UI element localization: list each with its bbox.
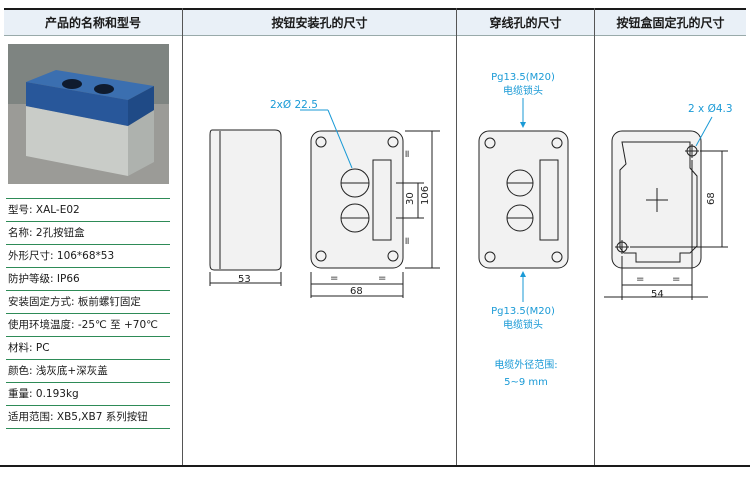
- cable-range-title: 电缆外径范围:: [494, 358, 557, 371]
- top-gland-label: Pg13.5(M20): [491, 72, 555, 83]
- top-gland-sublabel: 电缆锁头: [503, 84, 543, 97]
- spec-row-model: 型号: XAL-E02: [6, 198, 170, 222]
- box-fix-view: [604, 116, 728, 300]
- header-product: 产品的名称和型号: [4, 8, 182, 36]
- dim-spacing-label: 30: [405, 192, 416, 205]
- dim-fix-height-label: 68: [706, 192, 717, 205]
- column-divider: [182, 8, 183, 467]
- eq-mark: =: [378, 273, 386, 284]
- eq-mark: =: [672, 274, 680, 285]
- front-view: [300, 109, 440, 298]
- fix-hole-label: 2 x Ø4.3: [688, 103, 733, 115]
- eq-mark: =: [636, 274, 644, 285]
- spec-row-protection: 防护等级: IP66: [6, 268, 170, 291]
- spec-row-mounting: 安装固定方式: 板前螺钉固定: [6, 291, 170, 314]
- header-box-fix-hole: 按钮盒固定孔的尺寸: [595, 8, 746, 36]
- dim-fix-width-label: 54: [651, 289, 664, 300]
- dim-width-label: 68: [350, 286, 363, 297]
- header-mounting-hole: 按钮安装孔的尺寸: [183, 8, 456, 36]
- spec-list: 型号: XAL-E02 名称: 2孔按钮盒 外形尺寸: 106*68*53 防护…: [6, 198, 170, 429]
- dim-height-label: 106: [420, 186, 431, 205]
- bottom-gland-label: Pg13.5(M20): [491, 306, 555, 317]
- wire-hole-view: [478, 98, 569, 302]
- spec-row-name: 名称: 2孔按钮盒: [6, 222, 170, 245]
- table-bottom-border: [0, 465, 750, 467]
- header-wire-hole: 穿线孔的尺寸: [457, 8, 594, 36]
- bottom-gland-sublabel: 电缆锁头: [503, 318, 543, 331]
- hole-size-label: 2xØ 22.5: [270, 99, 318, 111]
- column-divider: [456, 8, 457, 467]
- column-divider: [594, 8, 595, 467]
- spec-row-weight: 重量: 0.193kg: [6, 383, 170, 406]
- spec-row-material: 材料: PC: [6, 337, 170, 360]
- eq-mark: =: [402, 150, 413, 158]
- eq-mark: =: [330, 273, 338, 284]
- spec-row-temperature: 使用环境温度: -25℃ 至 +70℃: [6, 314, 170, 337]
- spec-row-application: 适用范围: XB5,XB7 系列按钮: [6, 406, 170, 429]
- spec-row-dimensions: 外形尺寸: 106*68*53: [6, 245, 170, 268]
- cable-range-value: 5~9 mm: [504, 377, 548, 388]
- side-view: [209, 129, 282, 286]
- spec-row-color: 颜色: 浅灰底+深灰盖: [6, 360, 170, 383]
- product-photo: [8, 44, 169, 184]
- dim-depth-label: 53: [238, 274, 251, 285]
- eq-mark: =: [402, 237, 413, 245]
